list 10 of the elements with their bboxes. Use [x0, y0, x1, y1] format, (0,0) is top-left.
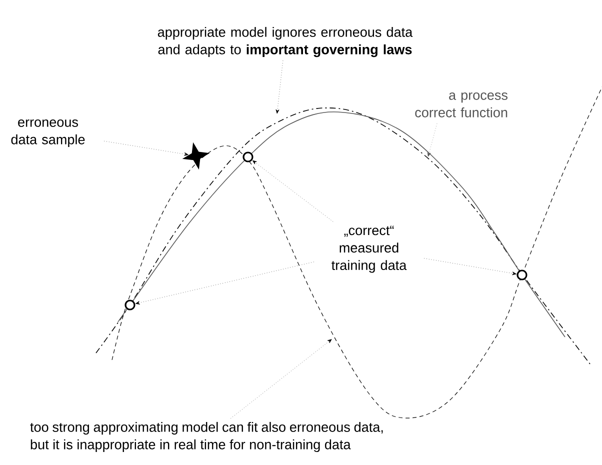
- leader-line: [136, 262, 314, 304]
- leader-line: [424, 258, 516, 276]
- leader-line: [230, 339, 332, 419]
- leader-line: [104, 140, 188, 156]
- annotation-text: appropriate model ignores erroneous data and adapts to important governing laws: [158, 26, 413, 58]
- leader-line: [427, 123, 438, 157]
- leader-line: [252, 160, 334, 222]
- annotation-text: erroneous data sample: [11, 119, 85, 147]
- leader-line: [276, 60, 284, 114]
- annotation-text: too strong approximating model can fit also erroneous data, but it is inappropriate in real time for non-training data: [30, 422, 383, 452]
